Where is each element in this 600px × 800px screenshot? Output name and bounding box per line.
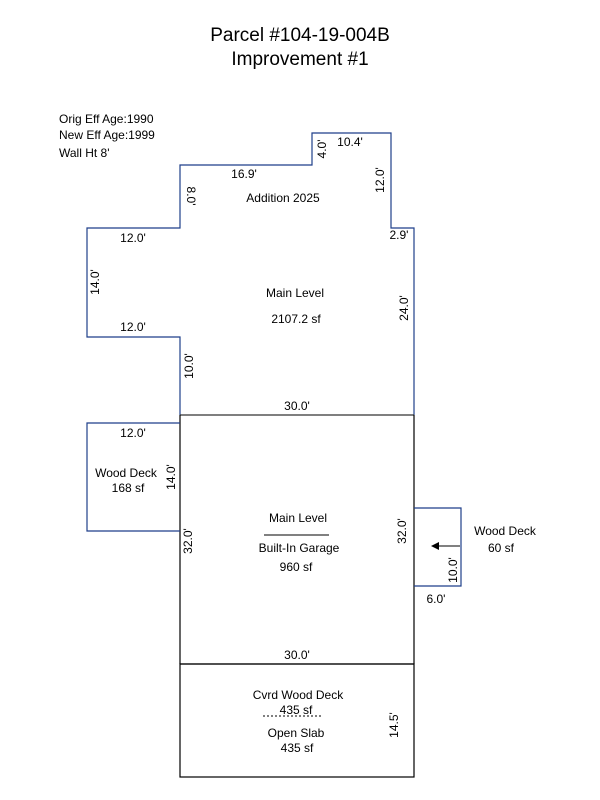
dim-slab-height: 14.5'	[387, 712, 401, 738]
left-deck-area: 168 sf	[112, 481, 145, 495]
dim-left-wing-bottom: 12.0'	[120, 320, 146, 334]
dim-right-deck-width: 6.0'	[427, 592, 446, 606]
new-eff-age: New Eff Age:1999	[59, 128, 155, 142]
dim-top-notch-height: 4.0'	[315, 140, 329, 159]
dim-deck-left-width: 12.0'	[120, 426, 146, 440]
dim-garage-left-height: 32.0'	[181, 528, 195, 554]
garage-label: Built-In Garage	[259, 541, 340, 555]
right-deck-label: Wood Deck	[474, 524, 537, 538]
parcel-title: Parcel #104-19-004B	[210, 25, 390, 46]
dim-right-upper-height: 12.0'	[373, 167, 387, 193]
right-deck-outline	[414, 507, 462, 587]
left-deck-outline	[86, 422, 180, 532]
dim-right-step-width: 2.9'	[390, 228, 409, 242]
dim-left-step-height: 8.0'	[184, 187, 198, 206]
improvement-title: Improvement #1	[231, 49, 369, 70]
addition-label: Addition 2025	[246, 191, 320, 205]
dim-left-wing-height: 14.0'	[88, 269, 102, 295]
garage-area: 960 sf	[280, 560, 313, 574]
slab-area: 435 sf	[281, 741, 314, 755]
dim-top-width: 16.9'	[231, 167, 257, 181]
covered-deck-outline	[179, 663, 415, 778]
arrow-icon	[431, 542, 439, 550]
wall-height: Wall Ht 8'	[59, 146, 110, 160]
dim-garage-right-height: 32.0'	[395, 518, 409, 544]
dim-right-deck-height: 10.0'	[446, 557, 460, 583]
left-deck-label: Wood Deck	[95, 466, 158, 480]
dim-garage-bottom-width: 30.0'	[284, 648, 310, 662]
covered-deck-area: 435 sf	[280, 703, 313, 717]
orig-eff-age: Orig Eff Age:1990	[59, 112, 154, 126]
dim-left-wing-top: 12.0'	[120, 231, 146, 245]
dim-deck-left-height: 14.0'	[164, 464, 178, 490]
right-deck-area: 60 sf	[488, 541, 515, 555]
main-level-label: Main Level	[266, 286, 324, 300]
dim-top-right-width: 10.4'	[337, 135, 363, 149]
main-level-outline	[86, 132, 415, 415]
dim-left-lower-height: 10.0'	[182, 353, 196, 379]
covered-deck-label: Cvrd Wood Deck	[253, 688, 344, 702]
garage-level-label: Main Level	[269, 511, 327, 525]
dim-right-main-height: 24.0'	[397, 295, 411, 321]
slab-label: Open Slab	[268, 726, 325, 740]
dim-main-bottom-width: 30.0'	[284, 399, 310, 413]
main-level-area: 2107.2 sf	[271, 312, 321, 326]
